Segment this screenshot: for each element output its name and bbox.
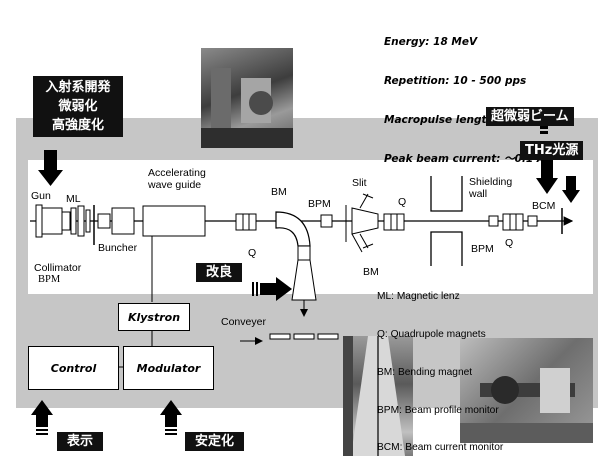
label-collimator: Collimator	[34, 262, 81, 274]
label-slit: Slit	[352, 177, 367, 189]
bm-bottom-leader	[352, 234, 362, 252]
bending-magnet	[276, 212, 310, 246]
label-shielding: Shielding wall	[469, 176, 512, 200]
accelerating-wave-guide	[143, 206, 205, 236]
arrow-improvement-right	[252, 277, 292, 301]
label-bpm-top: BPM	[308, 198, 331, 210]
arrow-thz-down	[536, 160, 558, 194]
quadrupole-3	[503, 214, 523, 230]
label-q-mid: Q	[248, 247, 256, 259]
arrow-thz-down-2	[562, 176, 580, 203]
gun	[36, 205, 70, 237]
label-buncher: Buncher	[98, 242, 137, 254]
magnetic-lens	[71, 206, 90, 236]
label-bcm: BCM	[532, 200, 555, 212]
label-bpm-right: BPM	[471, 243, 494, 255]
label-bpm-left: BPM	[38, 274, 60, 286]
bpm-box	[321, 215, 332, 227]
label-accelerating: Accelerating wave guide	[148, 167, 206, 191]
modulator-box: Modulator	[123, 346, 214, 390]
label-bm-top: BM	[271, 186, 287, 198]
arrow-ultra-weak-down	[540, 126, 548, 134]
label-gun: Gun	[31, 190, 51, 202]
arrow-display-up	[31, 400, 53, 435]
control-box: Control	[28, 346, 119, 390]
label-conveyer: Conveyer	[221, 316, 266, 328]
legend: ML: Magnetic lenz Q: Quadrupole magnets …	[377, 266, 503, 468]
label-ml: ML	[66, 193, 81, 205]
bcm-box	[528, 216, 537, 226]
quadrupole-2	[384, 214, 404, 230]
arrow-stabilization-up	[160, 400, 182, 435]
klystron-box: Klystron	[118, 303, 190, 331]
arrow-injector-down	[38, 150, 63, 186]
bpm-box-right	[489, 216, 498, 226]
buncher	[98, 208, 134, 234]
label-q-top: Q	[398, 196, 406, 208]
label-q-right: Q	[505, 237, 513, 249]
quadrupole-1	[236, 214, 256, 230]
conveyer-belt	[240, 334, 338, 341]
dump-line	[292, 246, 316, 316]
